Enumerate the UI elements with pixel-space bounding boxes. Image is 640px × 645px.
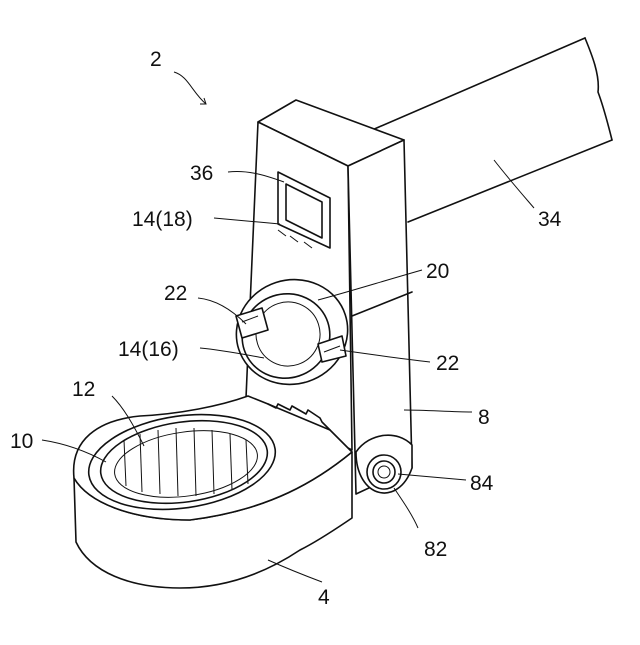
label-head: 4 bbox=[318, 586, 330, 609]
pin bbox=[367, 455, 401, 489]
label-face-lower: 14(16) bbox=[118, 338, 179, 361]
label-handle: 34 bbox=[538, 208, 562, 231]
label-window: 36 bbox=[190, 162, 213, 185]
label-ring: 20 bbox=[426, 260, 449, 283]
label-box-teeth: 12 bbox=[72, 378, 95, 401]
label-head-arm: 8 bbox=[478, 406, 490, 429]
label-pin: 82 bbox=[424, 538, 447, 561]
label-notch-left: 22 bbox=[164, 282, 187, 305]
label-notch-right: 22 bbox=[436, 352, 459, 375]
label-face-upper: 14(18) bbox=[132, 208, 193, 231]
label-box-bore: 10 bbox=[10, 430, 33, 453]
handle bbox=[372, 38, 612, 222]
head bbox=[74, 396, 352, 588]
label-pin-hole: 84 bbox=[470, 472, 494, 495]
label-assembly: 2 bbox=[150, 48, 162, 71]
